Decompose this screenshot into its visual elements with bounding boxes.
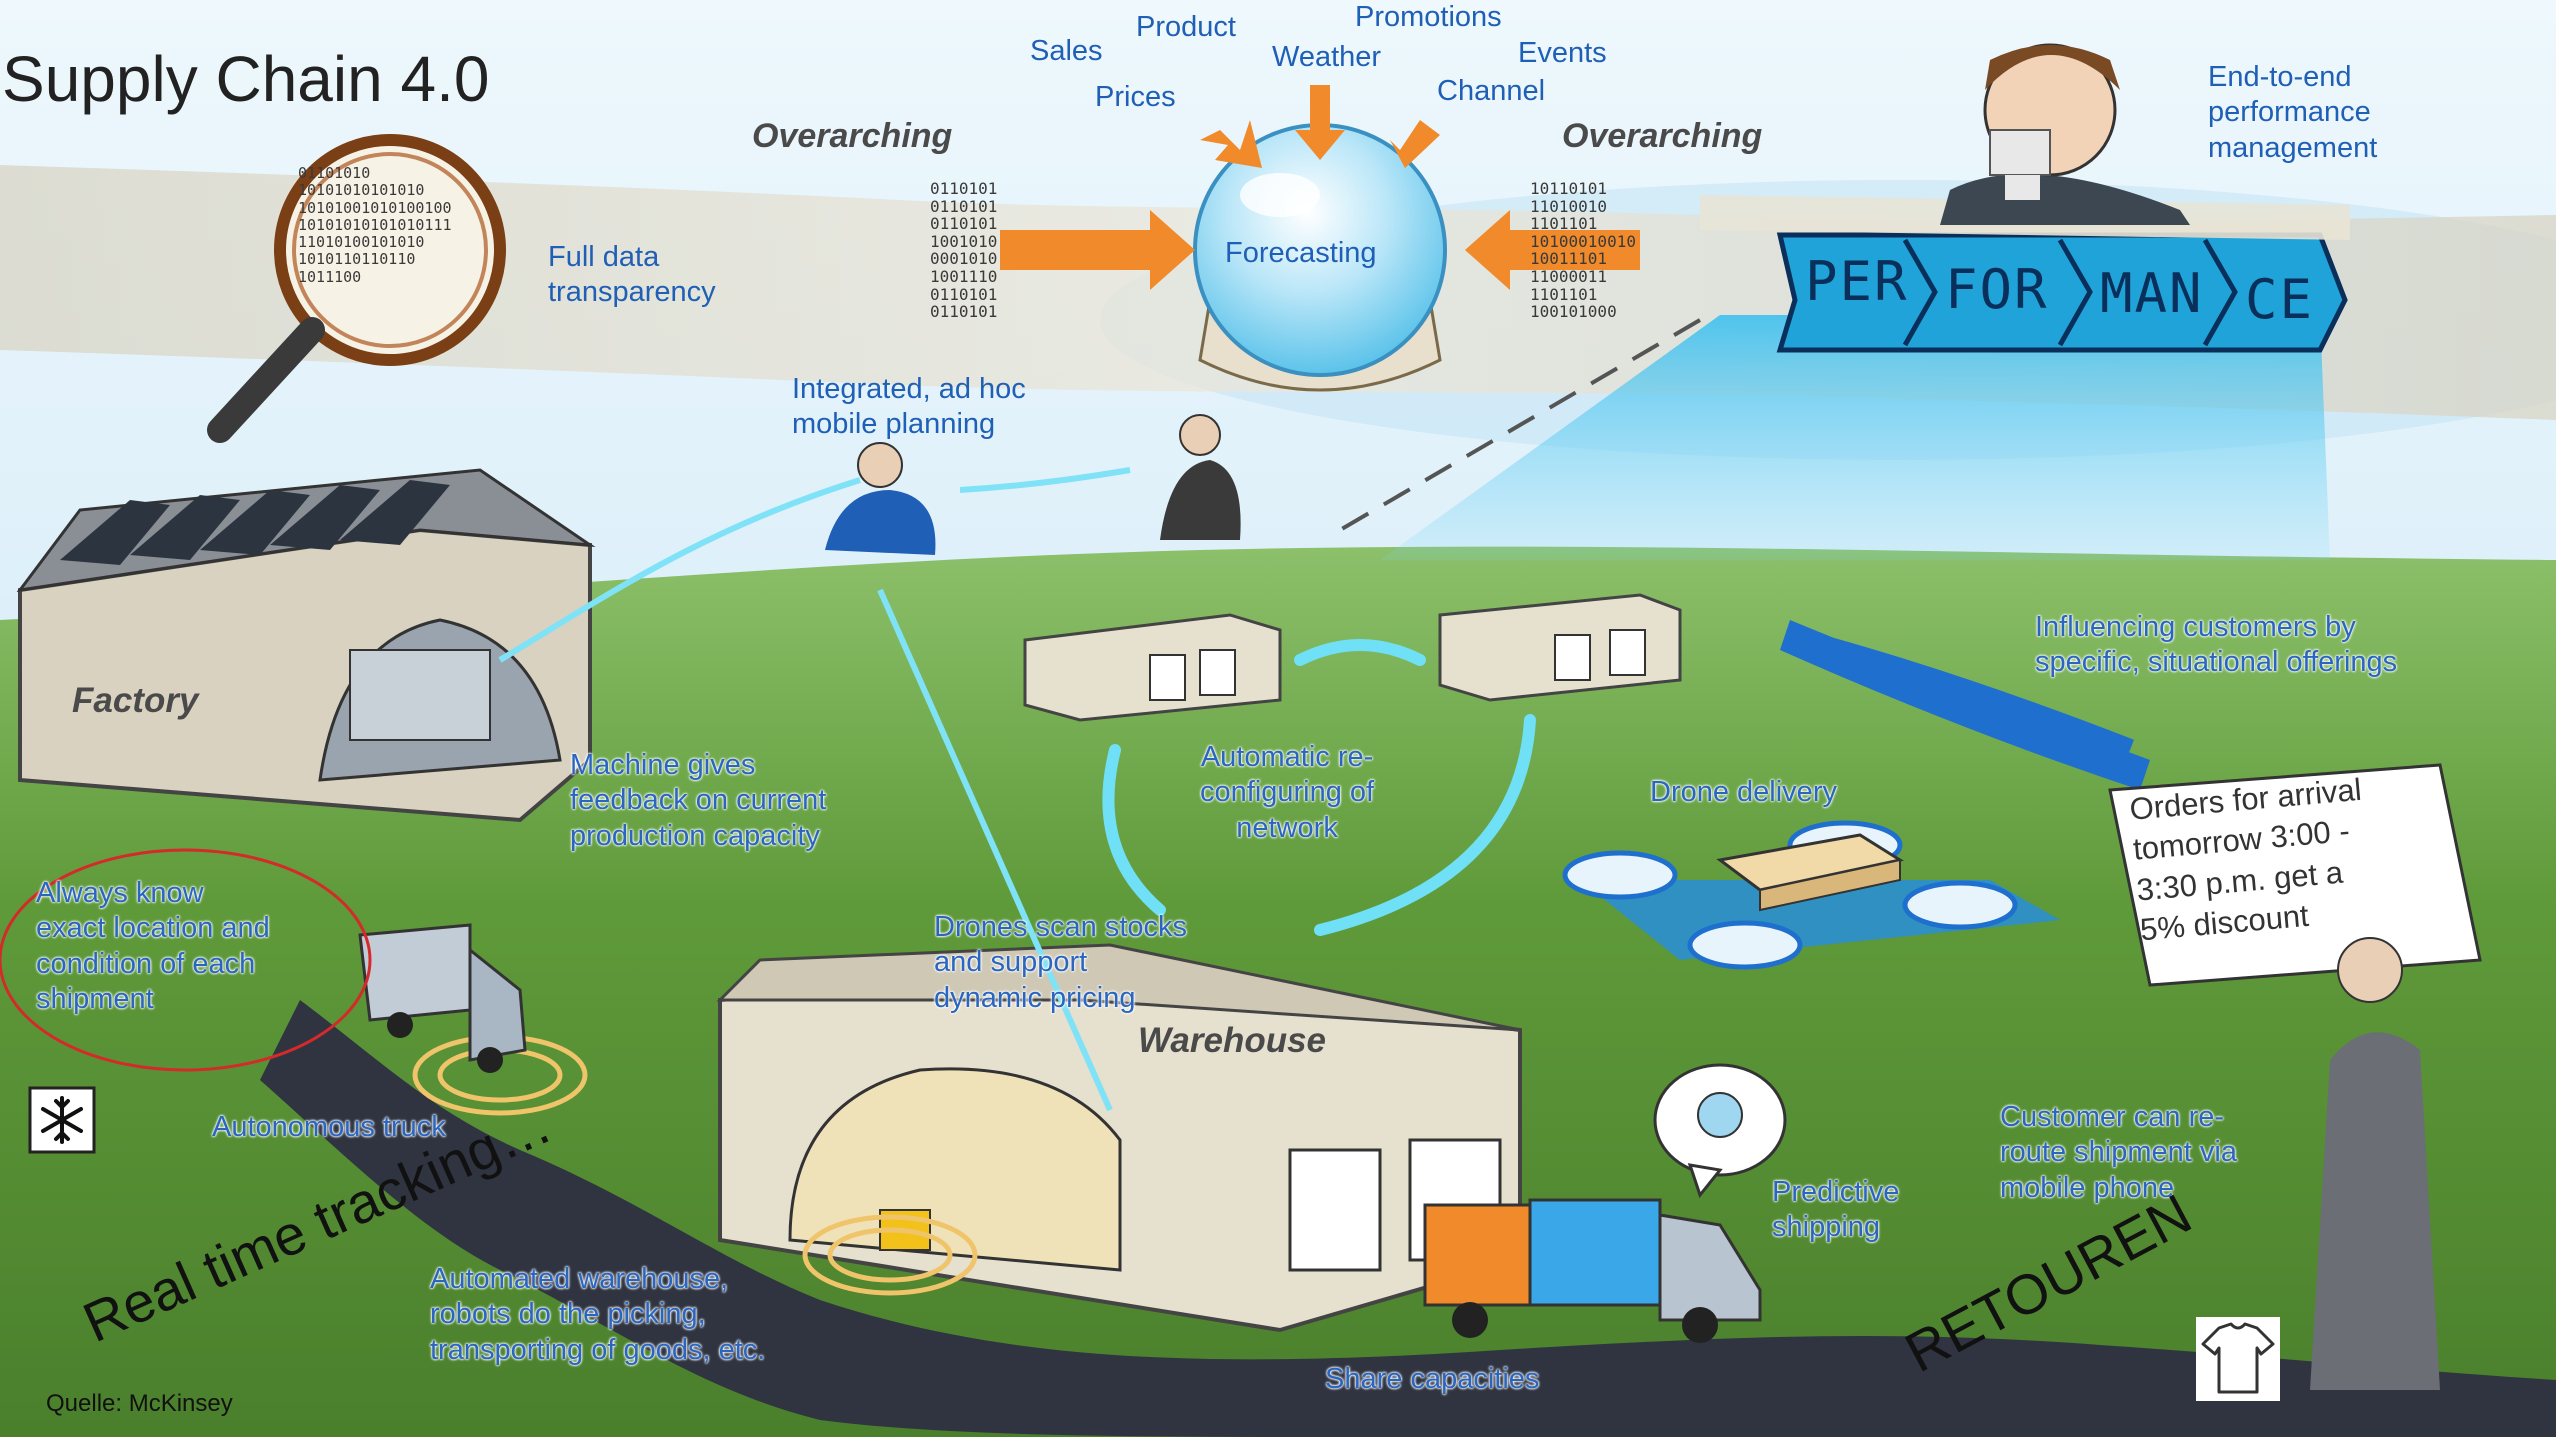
- performance-beam: [1380, 315, 2330, 560]
- input-weather: Weather: [1272, 41, 1382, 73]
- customer-figure: [2310, 937, 2440, 1390]
- binary-line: 1010110110110: [298, 250, 416, 269]
- binary-line: 01101010: [298, 164, 371, 182]
- input-events: Events: [1518, 37, 1607, 69]
- source-credit: Quelle: McKinsey: [46, 1390, 233, 1417]
- autonomous-truck-label: Autonomous truck: [212, 1111, 446, 1143]
- distribution-centre-left: [1023, 613, 1282, 722]
- binary-line: 10011101: [1530, 249, 1608, 269]
- drone-delivery-label: Drone delivery: [1650, 776, 1837, 808]
- binary-line: 10101010101010111: [298, 215, 452, 234]
- binary-line: 10101001010100100: [298, 198, 452, 217]
- performance-man: MAN: [2100, 262, 2204, 325]
- manager-figure: [1940, 43, 2190, 225]
- automated-warehouse-label: Automated warehouse,robots do the pickin…: [430, 1263, 766, 1366]
- binary-line: 0110101: [930, 196, 998, 216]
- binary-line: 10110101: [1530, 179, 1608, 198]
- binary-line: 0110101: [930, 214, 998, 234]
- magnifier-icon: [207, 134, 506, 443]
- network-arrows: [1102, 639, 1536, 936]
- binary-line: 0110101: [930, 179, 998, 198]
- road: [260, 1000, 2556, 1437]
- tshirt-icon: [2195, 1316, 2281, 1402]
- planner-figures: [825, 414, 1241, 555]
- binary-line: 10101010101010: [298, 181, 425, 200]
- overarching-left: Overarching: [752, 117, 953, 155]
- crystal-ball-icon: [1193, 123, 1447, 392]
- binary-line: 11010100101010: [298, 233, 425, 251]
- overarching-right: Overarching: [1562, 117, 1763, 155]
- snowflake-icon: [28, 1086, 96, 1154]
- share-capacities-label: Share capacities: [1325, 1363, 1540, 1395]
- binary-line: 0001010: [930, 249, 998, 269]
- binary-line: 1101101: [1530, 214, 1598, 234]
- binary-line: 1101101: [1530, 284, 1598, 304]
- forecasting-label: Forecasting: [1225, 237, 1377, 269]
- binary-line: 1001010: [930, 231, 998, 251]
- binary-line: 100101000: [1530, 302, 1617, 322]
- input-prices: Prices: [1095, 81, 1176, 113]
- factory-building: [16, 468, 596, 823]
- distribution-centre-right: [1438, 593, 1682, 702]
- performance-banner: [1700, 195, 2350, 353]
- offer-callout: [1780, 620, 2482, 987]
- input-promotions: Promotions: [1355, 1, 1502, 33]
- binary-line: 11000011: [1530, 266, 1608, 286]
- delivery-truck: [1423, 1198, 1762, 1343]
- autonomous-truck: [358, 923, 527, 1073]
- binary-line: 0110101: [930, 302, 998, 322]
- predictive-shipping-bubble: [1653, 1063, 1787, 1199]
- binary-line: 11010010: [1530, 196, 1608, 216]
- performance-ce: CE: [2245, 268, 2315, 331]
- page-title: Supply Chain 4.0: [2, 43, 490, 115]
- forecast-input-arrows: [1000, 85, 1640, 290]
- delivery-drone: [1562, 820, 2060, 970]
- input-product: Product: [1136, 11, 1236, 43]
- binary-line: 1001110: [930, 266, 998, 286]
- binary-line: 1011100: [298, 267, 362, 286]
- factory-label: Factory: [72, 681, 199, 720]
- performance-per: PER: [1805, 250, 1909, 313]
- warehouse-label: Warehouse: [1138, 1021, 1327, 1060]
- input-sales: Sales: [1030, 35, 1103, 67]
- highlight-circle: [0, 848, 372, 1072]
- binary-line: 10100010010: [1530, 231, 1636, 251]
- input-channel: Channel: [1437, 75, 1546, 107]
- binary-line: 0110101: [930, 284, 998, 304]
- performance-for: FOR: [1945, 258, 2049, 321]
